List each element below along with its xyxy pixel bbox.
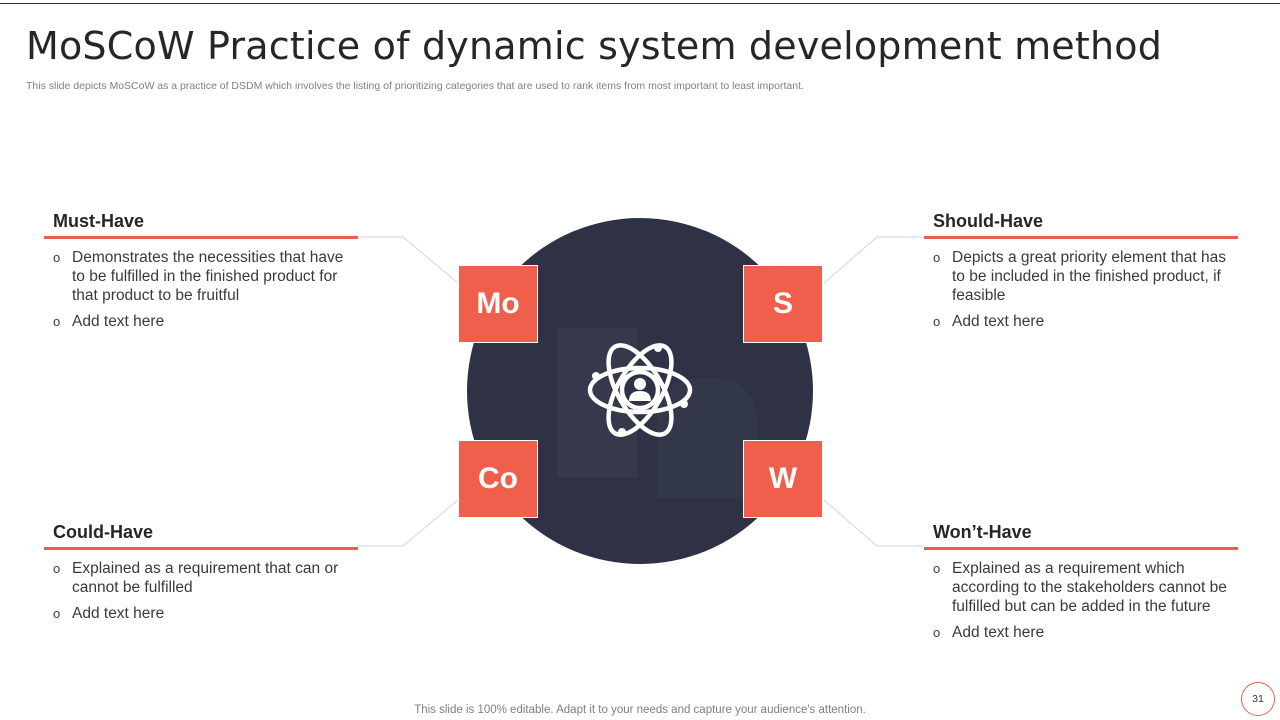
bullet-text: Explained as a requirement that can or c…: [72, 560, 339, 596]
slide-subtitle: This slide depicts MoSCoW as a practice …: [26, 80, 804, 92]
heading-underline: [44, 236, 358, 239]
heading-underline: [924, 547, 1238, 550]
bullet-text: Add text here: [72, 313, 165, 330]
must-have-heading: Must-Have: [53, 211, 145, 231]
background-photo-shade: [657, 378, 757, 498]
should-have-letter-box: S: [743, 265, 823, 343]
must-have-letter-box: Mo: [458, 265, 538, 343]
must-have-list: o Demonstrates the necessities that have …: [44, 248, 358, 331]
wont-have-letter-box: W: [743, 440, 823, 518]
heading-underline: [44, 547, 358, 550]
bullet-icon: o: [933, 314, 941, 329]
bullet-icon: o: [933, 250, 941, 265]
must-have-block: Must-Have o Demonstrates the necessities …: [44, 210, 358, 338]
list-item: o Add text here: [53, 604, 358, 623]
list-item: o Add text here: [53, 312, 358, 331]
list-item: o Explained as a requirement which accord…: [933, 559, 1238, 616]
should-have-heading: Should-Have: [933, 211, 1044, 231]
list-item: o Explained as a requirement that can or …: [53, 559, 358, 597]
bullet-text: Add text here: [952, 624, 1045, 641]
footer-note: This slide is 100% editable. Adapt it to…: [414, 704, 866, 716]
list-item: o Demonstrates the necessities that have …: [53, 248, 358, 305]
bullet-text: Add text here: [72, 605, 165, 622]
bullet-text: Depicts a great priority element that ha…: [952, 249, 1226, 304]
could-have-letter-box: Co: [458, 440, 538, 518]
list-item: o Depicts a great priority element that h…: [933, 248, 1238, 305]
wont-have-heading: Won’t-Have: [933, 522, 1032, 542]
list-item: o Add text here: [933, 312, 1238, 331]
bullet-icon: o: [933, 625, 941, 640]
should-have-block: Should-Have o Depicts a great priority el…: [924, 210, 1238, 338]
could-have-list: o Explained as a requirement that can or …: [44, 559, 358, 623]
should-have-list: o Depicts a great priority element that h…: [924, 248, 1238, 331]
slide-title: MoSCoW Practice of dynamic system develo…: [26, 24, 1163, 68]
page-number: 31: [1241, 682, 1275, 716]
wont-have-list: o Explained as a requirement which accord…: [924, 559, 1238, 642]
list-item: o Add text here: [933, 623, 1238, 642]
bullet-text: Add text here: [952, 313, 1045, 330]
bullet-icon: o: [933, 561, 941, 576]
heading-underline: [924, 236, 1238, 239]
bullet-icon: o: [53, 561, 61, 576]
bullet-icon: o: [53, 606, 61, 621]
top-rule: [0, 3, 1280, 4]
could-have-heading: Could-Have: [53, 522, 154, 542]
atom-person-icon: [587, 343, 693, 437]
wont-have-block: Won’t-Have o Explained as a requirement w…: [924, 521, 1238, 649]
bullet-text: Demonstrates the necessities that have t…: [72, 249, 344, 304]
bullet-icon: o: [53, 250, 61, 265]
bullet-text: Explained as a requirement which accordi…: [952, 560, 1227, 615]
could-have-block: Could-Have o Explained as a requirement t…: [44, 521, 358, 630]
bullet-icon: o: [53, 314, 61, 329]
